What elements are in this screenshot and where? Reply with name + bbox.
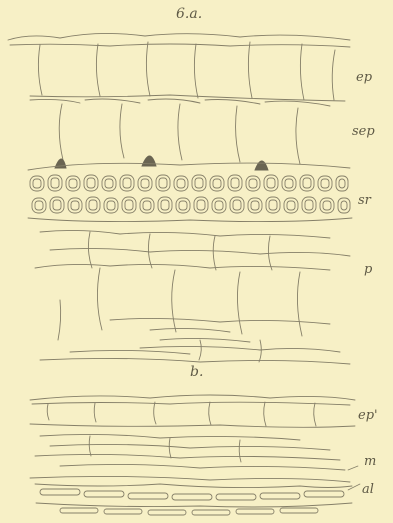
mesophyll-layer [35, 434, 345, 470]
parenchyma-layer [35, 230, 350, 364]
figure-b-title: b. [190, 364, 203, 380]
sclerenchyma-row-2 [28, 197, 352, 222]
label-m: m [364, 454, 376, 469]
label-al: al [362, 482, 374, 497]
label-p: p [364, 262, 372, 277]
epidermis-b-layer [30, 395, 355, 427]
epidermis-layer [8, 33, 350, 101]
al-layer [30, 476, 352, 515]
label-sep: sep [352, 124, 375, 139]
label-ep-prime: ep' [358, 408, 378, 423]
sub-epidermis-layer [30, 99, 330, 164]
sclerenchyma-row-1 [28, 163, 350, 191]
label-sr: sr [358, 193, 371, 208]
figure-a-title: 6.a. [176, 6, 202, 22]
label-ep: ep [356, 70, 372, 85]
